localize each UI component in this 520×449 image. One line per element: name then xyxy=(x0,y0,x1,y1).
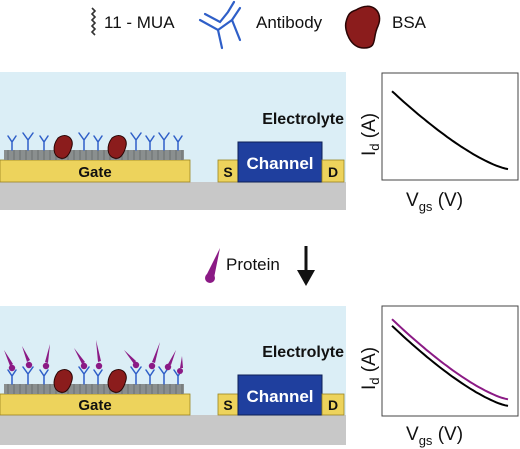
channel-label: Channel xyxy=(246,154,313,173)
device-panel-before: Gate S Channel D Electrolyte xyxy=(0,72,346,210)
antibodies-gate xyxy=(7,132,183,151)
bsa-molecule xyxy=(107,369,127,393)
transition-step: Protein xyxy=(205,246,315,286)
device-panel-after: Gate S Channel D Electrolyte xyxy=(0,306,346,445)
mua-layer xyxy=(4,384,184,394)
plot-after: Id (A) Vgs (V) xyxy=(359,305,519,448)
y-axis-label: Id (A) xyxy=(359,347,382,390)
substrate xyxy=(0,415,346,445)
id-curve-after-protein xyxy=(391,318,509,401)
drain-label: D xyxy=(328,397,338,413)
x-axis-label: Vgs (V) xyxy=(406,424,463,448)
legend: 11 - MUA Antibody BSA xyxy=(90,0,427,50)
source-label: S xyxy=(223,164,232,180)
legend-bsa-label: BSA xyxy=(392,13,427,32)
electrolyte-label: Electrolyte xyxy=(262,111,344,128)
protein-step-label: Protein xyxy=(226,255,280,274)
bsa-molecule xyxy=(53,369,73,393)
y-axis-label: Id (A) xyxy=(359,113,382,156)
bound-proteins xyxy=(4,340,183,374)
legend-mua-label: 11 - MUA xyxy=(104,13,175,32)
bsa-molecule xyxy=(53,135,73,159)
id-curve xyxy=(391,90,509,171)
plot-frame xyxy=(381,305,519,417)
source-label: S xyxy=(223,397,232,413)
mua-icon xyxy=(90,7,97,36)
bsa-molecule xyxy=(107,135,127,159)
bsa-icon xyxy=(344,5,381,49)
electrolyte-label: Electrolyte xyxy=(262,344,344,361)
channel-label: Channel xyxy=(246,387,313,406)
x-axis-label: Vgs (V) xyxy=(406,190,463,214)
legend-antibody-label: Antibody xyxy=(256,13,323,32)
substrate xyxy=(0,182,346,210)
gate-label: Gate xyxy=(78,164,111,181)
antibodies-gate xyxy=(7,366,183,385)
gate-label: Gate xyxy=(78,397,111,414)
channel xyxy=(237,374,323,416)
down-arrow-icon xyxy=(297,270,315,286)
drain-label: D xyxy=(328,164,338,180)
drain-electrode xyxy=(321,393,345,416)
plot-frame xyxy=(381,72,519,181)
antibody-icon xyxy=(198,0,242,50)
drain-electrode xyxy=(321,159,345,183)
plot-before: Id (A) Vgs (V) xyxy=(359,72,519,214)
channel xyxy=(237,141,323,183)
protein-icon-head xyxy=(205,273,215,283)
mua-layer xyxy=(4,150,184,160)
id-curve-before-protein xyxy=(391,325,509,407)
